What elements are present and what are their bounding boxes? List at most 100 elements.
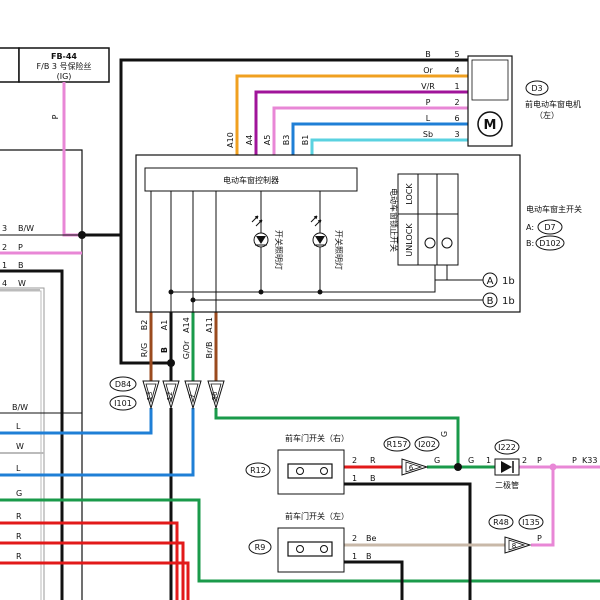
diode: I222 二极管 G 1 2 P P K33 [468,439,597,490]
fuse-desc: F/B 3 号保险丝 [37,61,92,71]
left-mid-frame [0,149,83,600]
harness-label: R [16,552,22,561]
wire-harness-r2 [0,541,185,600]
main-switch-a-prefix: A: [526,223,534,232]
lockout-switch-label: 电动车窗锁止开关 [389,188,399,252]
wire-junction-down [119,235,171,365]
door-l-ref: R9 [255,543,266,552]
motor-icon [477,111,503,137]
wire-below-7 [0,408,195,477]
wire-left-b [0,269,64,600]
diode-ref: I222 [498,443,516,452]
wire-motor-sb [310,138,468,155]
controller-top-pin: A4 [245,135,254,146]
harness-label: G [16,489,22,498]
left-top-frame [0,47,20,83]
door-r-p1-color: B [370,474,376,483]
connector-pin-num: 13 [146,392,154,401]
conn-i101-ref: I101 [114,399,132,408]
junction-bus-b [190,297,196,303]
harness-label: R [16,532,22,541]
controller-top-pin: A10 [226,132,235,148]
conn-r48-ref: R48 [493,518,509,527]
diode-icon [501,461,512,473]
controller-bottom-pin: A14 [182,317,191,333]
main-switch-b-ref: D102 [539,239,560,248]
door-l-c1 [296,545,304,553]
wire-harness-g [0,498,600,583]
controller-bottom-color: R/G [140,343,149,357]
left-gray-frame-1 [0,287,45,600]
controller-bottom-pin: B2 [140,320,149,331]
controller-label: 电动车窗控制器 [223,175,279,185]
main-switch-b-prefix: B: [526,239,534,248]
left-wire-color: B [18,261,24,270]
door-r-p1: 1 [352,474,357,483]
controller-frame [135,154,521,313]
junction-bus-a-2 [258,289,264,295]
conn-r48-pin: 8 [512,542,516,550]
ground-a-badge [482,272,498,288]
ground-b-code: 1b [502,296,515,307]
wire-motor-vr [254,90,468,155]
door-l-p2: 2 [352,534,357,543]
door-switch-left: 前车门开关（左） R9 2 Be 1 B [248,511,376,573]
lock-label: LOCK [405,183,414,205]
wire-below-36 [214,408,460,467]
conn-i202-ref: I202 [418,440,436,449]
lamp-1-diode [256,236,266,244]
fuse-box: FB-44 F/B 3 号保险丝 (IG) P [18,47,110,119]
door-l-badge [248,539,272,555]
connector-pin-num: 7 [188,394,196,398]
door-l-p1: 1 [352,552,357,561]
motor-ref-badge [525,80,549,96]
main-switch-title: 电动车窗主开关 [526,204,582,214]
motor-pin-color: Sb [423,130,433,139]
left-wire-num: 4 [2,279,7,288]
diode-in-color: G [468,456,474,465]
door-r-c2 [320,467,328,475]
motor-sensor-box [471,59,509,101]
connector-r157-i202: R157 I202 6 G [383,436,440,476]
junction-a1 [167,359,175,367]
motor-pin-color: Or [423,66,433,75]
wire-motor-or [235,74,468,155]
door-l-p2-color: Be [366,534,376,543]
controller-top-pin: B1 [301,135,310,146]
junction-door-r [454,463,462,471]
controller-bottom-color: Br/B [205,342,214,359]
door-l-c2 [320,545,328,553]
ground-b-letter: B [487,296,494,307]
diode-dest: K33 [582,456,597,465]
ground-b: B 1b [482,292,515,308]
fuse-name: FB-44 [51,52,77,61]
wires [0,58,600,600]
conn-i202-badge [414,436,440,452]
connector-pin-inner [210,383,222,404]
motor-pin-color: P [426,98,431,107]
ground-a-code: 1b [502,276,515,287]
wire-door-l-b [344,560,404,600]
lamp-2-label: 开关照明灯 [334,230,344,270]
conn-r157-ref: R157 [387,440,408,449]
motor-pin-num: 4 [454,66,459,75]
motor-pin-num: 6 [454,114,459,123]
door-l-contact [287,541,333,557]
unlock-label: UNLOCK [405,223,414,257]
conn-d84-ref: D84 [115,380,131,389]
conn-r157-arrow-inner [405,461,423,473]
conn-r48-color: P [537,534,542,543]
wire-p-to-r48 [531,467,555,547]
door-l-p1-color: B [366,552,372,561]
connector-pin-inner [187,383,199,404]
motor-symbol: M [484,118,497,133]
ground-a: A 1b [482,272,515,288]
lamp-2-rays [310,215,322,227]
door-l-box [277,527,345,573]
wire-harness-r3 [0,561,190,600]
